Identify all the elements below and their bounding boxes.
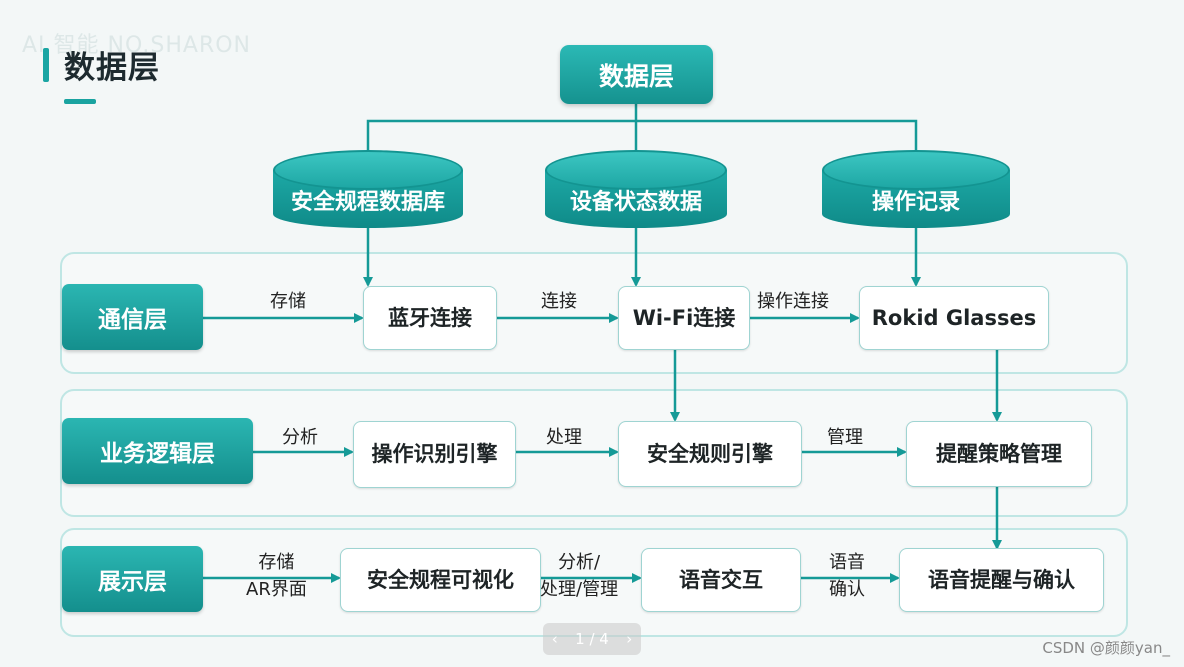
node-safety-rule-engine: 安全规则引擎 xyxy=(618,421,802,487)
node-operation-recognition-line1: 操作识别 xyxy=(371,442,456,467)
pager-prev-icon[interactable]: ‹ xyxy=(551,630,558,648)
pager-next-icon[interactable]: › xyxy=(626,630,633,648)
node-wifi: Wi-Fi连接 xyxy=(618,286,750,350)
database-safety-rules-label: 安全规程数据库 xyxy=(290,190,445,215)
business-layer-label: 业务逻辑层 xyxy=(62,418,253,484)
page-title: 数据层 xyxy=(64,50,160,86)
database-device-status: 设备状态数据 xyxy=(545,150,727,228)
edge-label-analyze: 分析 xyxy=(282,427,318,448)
csdn-watermark: CSDN @颜颜yan_ xyxy=(1042,639,1170,657)
edge-label-op-connect: 操作连接 xyxy=(757,291,829,312)
node-bluetooth: 蓝牙连接 xyxy=(363,286,497,350)
node-voice-interaction: 语音交互 xyxy=(641,548,801,612)
ghost-watermark-text: AI 智能 NO.SHARON xyxy=(22,33,252,58)
slide-pager[interactable]: ‹ 1 / 4 › xyxy=(543,623,641,655)
edge-label-manage: 管理 xyxy=(827,427,863,448)
edge-label-voice-confirm: 语音 确认 xyxy=(829,549,865,603)
database-operation-records-label: 操作记录 xyxy=(871,190,960,215)
edge-label-store: 存储 xyxy=(270,291,306,312)
title-accent-bar xyxy=(43,48,49,82)
title-underline xyxy=(64,99,96,104)
node-operation-recognition-line2: 引擎 xyxy=(455,442,498,467)
communication-layer-label: 通信层 xyxy=(62,284,203,350)
edge-label-process: 处理 xyxy=(546,427,582,448)
edge-label-connect: 连接 xyxy=(541,291,577,312)
edge-label-vc-line2: 确认 xyxy=(829,579,865,600)
pager-page-text: 1 / 4 xyxy=(575,630,609,648)
edge-label-store-ar: 存储 AR界面 xyxy=(246,549,307,603)
database-operation-records: 操作记录 xyxy=(822,150,1010,228)
edge-label-apm-line2: 处理/管理 xyxy=(540,579,619,600)
node-safety-visualization: 安全规程可视化 xyxy=(340,548,541,612)
edge-label-store-ar-line2: AR界面 xyxy=(246,579,307,600)
edge-label-vc-line1: 语音 xyxy=(829,552,865,573)
branch-line xyxy=(366,119,918,160)
database-safety-rules: 安全规程数据库 xyxy=(273,150,463,228)
node-voice-reminder-confirm: 语音提醒与确认 xyxy=(899,548,1104,612)
top-data-layer-node: 数据层 xyxy=(560,45,713,104)
presentation-layer-label: 展示层 xyxy=(62,546,203,612)
edge-label-store-ar-line1: 存储 xyxy=(258,552,295,573)
edge-label-apm-line1: 分析/ xyxy=(558,552,601,573)
node-operation-recognition-engine: 操作识别 引擎 xyxy=(353,421,516,488)
database-device-status-label: 设备状态数据 xyxy=(569,190,702,215)
node-rokid-glasses: Rokid Glasses xyxy=(859,286,1049,350)
edge-label-analyze-process-manage: 分析/ 处理/管理 xyxy=(540,549,618,603)
node-reminder-strategy: 提醒策略管理 xyxy=(906,421,1092,487)
